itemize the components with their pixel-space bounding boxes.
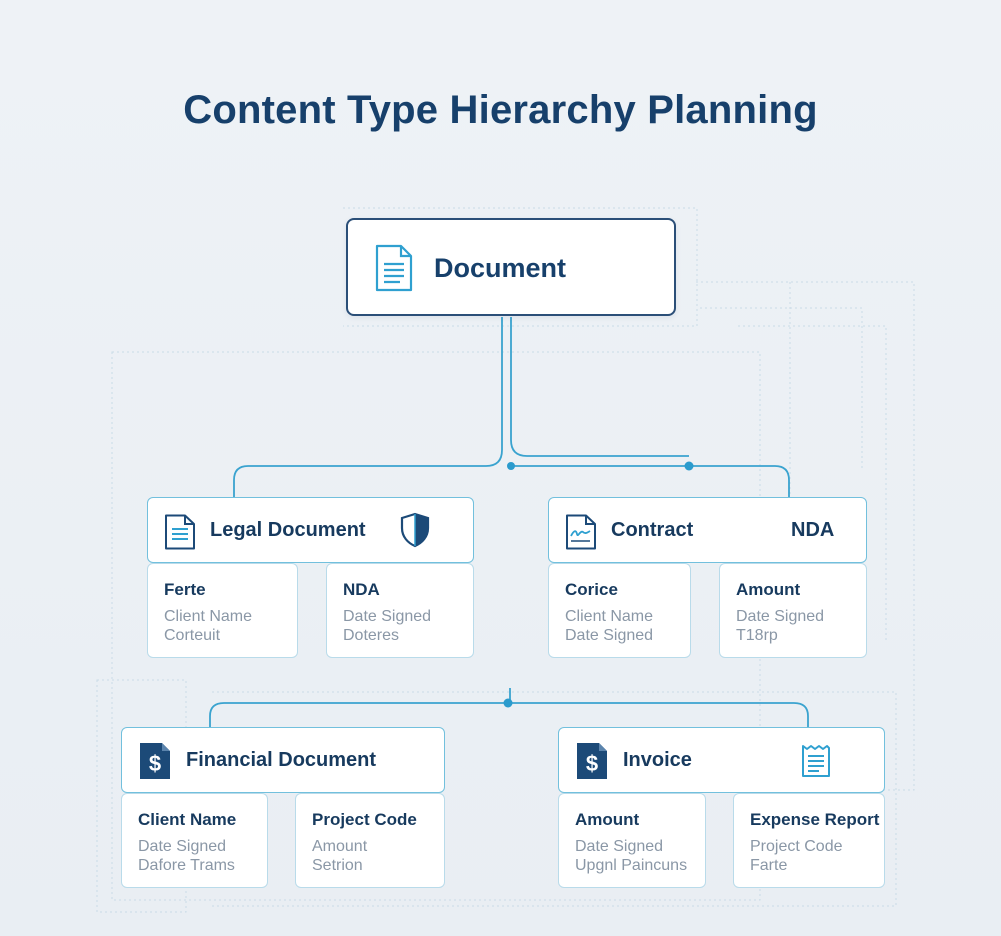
attribute-card[interactable]: Expense Report Project Code Farte	[733, 793, 885, 888]
attribute-card[interactable]: Ferte Client Name Corteuit	[147, 563, 298, 658]
node-label: Financial Document	[186, 749, 377, 771]
attribute-card-title: Client Name	[138, 810, 237, 829]
attribute-card-field: Doteres	[343, 627, 400, 644]
document-icon	[374, 244, 414, 297]
attribute-card[interactable]: Corice Client Name Date Signed	[548, 563, 691, 658]
attribute-card-title: Amount	[736, 580, 801, 599]
attribute-card[interactable]: NDA Date Signed Doteres	[326, 563, 474, 658]
attribute-card-title: Ferte	[164, 580, 206, 599]
node-tag: NDA	[791, 519, 835, 541]
shield-icon	[400, 512, 430, 553]
node-contract[interactable]: Contract NDA	[548, 497, 867, 563]
root-node-document[interactable]: Document	[346, 218, 676, 316]
attribute-card-field: Dafore Trams	[138, 857, 235, 874]
guide-lines	[96, 207, 915, 913]
attribute-card[interactable]: Project Code Amount Setrion	[295, 793, 445, 888]
signed-contract-icon	[565, 514, 597, 555]
attribute-card-field: T18rp	[736, 627, 778, 644]
attribute-card[interactable]: Amount Date Signed Upgnl Paincuns	[558, 793, 706, 888]
node-financial-document[interactable]: $ Financial Document	[121, 727, 445, 793]
dollar-document-icon: $	[138, 742, 172, 785]
root-label: Document	[434, 253, 567, 283]
attribute-card-field: Date Signed	[565, 627, 654, 644]
attribute-card-title: Expense Report	[750, 810, 880, 829]
receipt-icon	[801, 744, 831, 783]
attribute-card-title: Corice	[565, 580, 618, 599]
node-label: Legal Document	[210, 519, 366, 541]
attribute-card-title: Amount	[575, 810, 640, 829]
node-label: Invoice	[623, 749, 692, 771]
attribute-card[interactable]: Amount Date Signed T18rp	[719, 563, 867, 658]
attribute-card-field: Date Signed	[343, 608, 432, 625]
dollar-document-icon: $	[575, 742, 609, 785]
attribute-card-field: Amount	[312, 838, 368, 855]
page-title: Content Type Hierarchy Planning	[183, 88, 818, 132]
connector-junctions	[503, 461, 694, 708]
node-label: Contract	[611, 519, 694, 541]
attribute-card-field: Client Name	[565, 608, 654, 625]
attribute-card-field: Upgnl Paincuns	[575, 857, 688, 874]
attribute-card-field: Client Name	[164, 608, 253, 625]
attribute-card-title: NDA	[343, 580, 380, 599]
svg-text:$: $	[149, 751, 161, 776]
attribute-card[interactable]: Client Name Date Signed Dafore Trams	[121, 793, 268, 888]
attribute-card-title: Project Code	[312, 810, 417, 829]
attribute-card-field: Setrion	[312, 857, 363, 874]
svg-text:$: $	[586, 751, 598, 776]
attribute-card-field: Date Signed	[138, 838, 227, 855]
attribute-card-field: Farte	[750, 857, 788, 874]
node-invoice[interactable]: $ Invoice	[558, 727, 885, 793]
attribute-card-field: Date Signed	[736, 608, 825, 625]
attribute-card-field: Corteuit	[164, 627, 221, 644]
node-legal-document[interactable]: Legal Document	[147, 497, 474, 563]
document-icon	[164, 514, 196, 555]
attribute-card-field: Date Signed	[575, 838, 664, 855]
attribute-card-field: Project Code	[750, 838, 843, 855]
